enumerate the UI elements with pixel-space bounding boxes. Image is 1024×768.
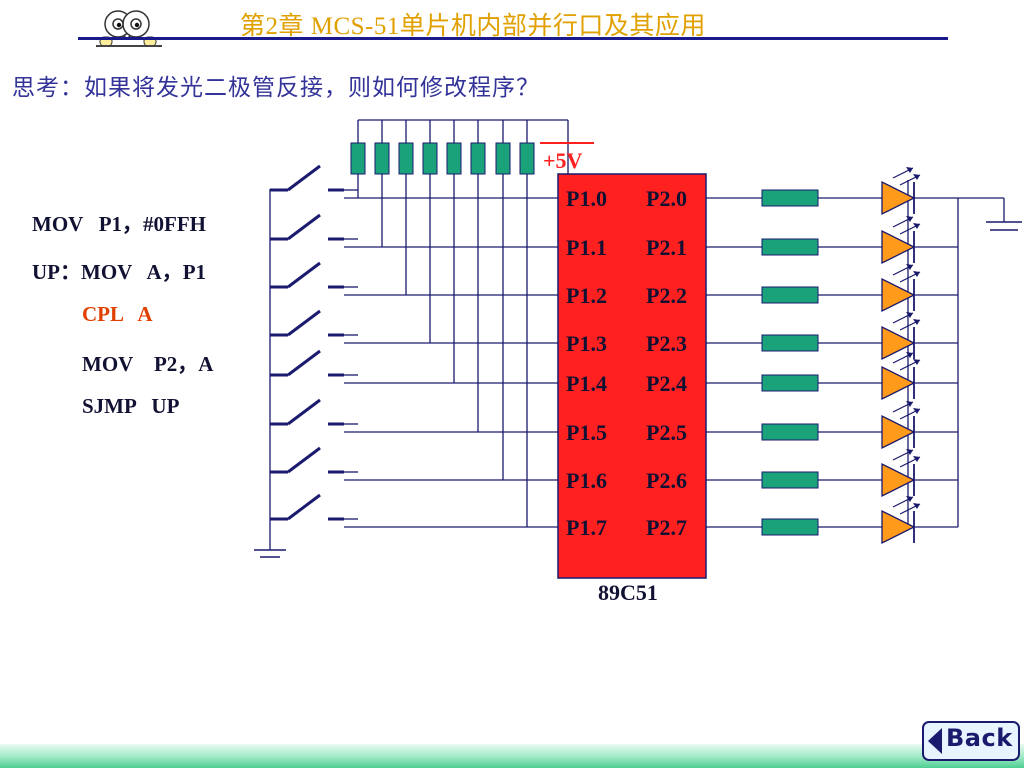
pullup-resistor	[495, 120, 511, 480]
pullup-resistor	[350, 120, 366, 198]
switch-row	[270, 446, 558, 481]
ground-symbol-left	[254, 549, 286, 558]
pullup-resistor	[374, 120, 390, 247]
code-line-3: CPL A	[82, 302, 153, 326]
p2-pin-label: P2.6	[646, 468, 687, 493]
ground-symbol-right	[986, 221, 1022, 231]
p2-pin-label: P2.7	[646, 515, 687, 540]
p2-pin-label: P2.5	[646, 420, 687, 445]
p1-pin-label: P1.2	[566, 283, 607, 308]
current-limit-resistor	[761, 518, 819, 536]
current-limit-resistor	[761, 286, 819, 304]
pullup-resistor	[470, 120, 486, 432]
p1-pin-label: P1.4	[566, 371, 607, 396]
led-output-row	[706, 167, 958, 216]
pullup-resistor	[519, 120, 535, 527]
code-line-4: MOV P2，A	[82, 352, 214, 376]
led-icon	[881, 180, 916, 216]
current-limit-resistor	[761, 423, 819, 441]
current-limit-resistor	[761, 471, 819, 489]
led-icon	[881, 414, 916, 450]
p1-pin-label: P1.0	[566, 186, 607, 211]
back-arrow-icon	[922, 721, 1020, 761]
switch-row	[270, 309, 558, 344]
p1-pin-label: P1.7	[566, 515, 607, 540]
p2-pin-label: P2.3	[646, 331, 687, 356]
chip-name-label: 89C51	[598, 580, 658, 605]
p2-pin-label: P2.4	[646, 371, 687, 396]
current-limit-resistor	[761, 374, 819, 392]
slide-header: 第2章 MCS-51单片机内部并行口及其应用	[0, 0, 1024, 48]
question-text: 思考：如果将发光二极管反接，则如何修改程序？	[12, 75, 540, 101]
switch-row	[270, 349, 558, 384]
p1-pin-label: P1.3	[566, 331, 607, 356]
chip-89c51	[557, 173, 707, 579]
p1-pin-label: P1.1	[566, 235, 607, 260]
code-line-1: MOV P1，#0FFH	[32, 212, 207, 236]
code-line-5: SJMP UP	[82, 394, 180, 418]
switch-row	[270, 493, 558, 528]
led-output-row	[706, 352, 958, 401]
led-output-row	[706, 496, 958, 545]
footer-bar	[0, 744, 1024, 768]
led-output-row	[706, 312, 958, 361]
current-limit-resistor	[761, 189, 819, 207]
led-output-row	[706, 216, 958, 265]
pullup-resistor	[398, 120, 414, 295]
led-output-row	[706, 264, 958, 313]
led-icon	[881, 229, 916, 265]
switch-row	[270, 213, 558, 248]
cartoon-mascot-icon	[96, 10, 162, 47]
p1-pin-label: P1.6	[566, 468, 607, 493]
back-label: Back	[946, 724, 1013, 752]
switch-row	[270, 398, 558, 433]
led-output-row	[706, 449, 958, 498]
led-icon	[881, 325, 916, 361]
p2-pin-label: P2.2	[646, 283, 687, 308]
pullup-resistor	[446, 120, 462, 383]
current-limit-resistor	[761, 238, 819, 256]
vcc-label: +5V	[543, 148, 583, 173]
code-line-2: UP：MOV A，P1	[32, 260, 207, 284]
title-underline	[78, 37, 948, 40]
led-icon	[881, 277, 916, 313]
current-limit-resistor	[761, 334, 819, 352]
p1-pin-label: P1.5	[566, 420, 607, 445]
led-output-row	[706, 401, 958, 450]
p2-pin-label: P2.0	[646, 186, 687, 211]
back-button[interactable]: Back	[922, 720, 1020, 762]
pullup-resistor	[422, 120, 438, 343]
led-icon	[881, 509, 916, 545]
switch-row	[270, 261, 558, 296]
led-icon	[881, 462, 916, 498]
slide-title: 第2章 MCS-51单片机内部并行口及其应用	[240, 13, 706, 40]
led-icon	[881, 365, 916, 401]
switch-row	[270, 164, 558, 199]
p2-pin-label: P2.1	[646, 235, 687, 260]
